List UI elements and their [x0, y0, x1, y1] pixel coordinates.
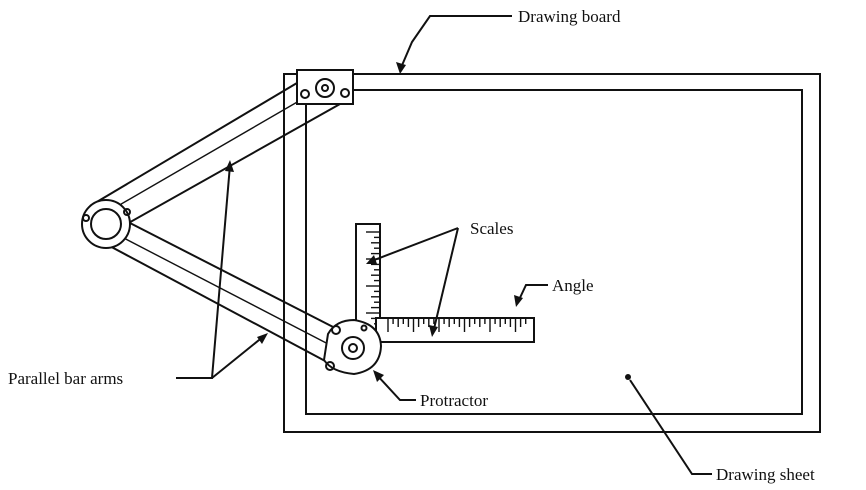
leader-scales — [366, 227, 459, 337]
label-drawing-board: Drawing board — [518, 7, 621, 26]
elbow-joint — [81, 199, 131, 249]
label-scales: Scales — [470, 219, 513, 238]
lower-parallel-arm — [103, 221, 340, 363]
leader-parallel-bar-arms — [176, 160, 268, 379]
leader-protractor — [373, 370, 416, 401]
upper-parallel-arm — [89, 79, 341, 226]
leader-angle — [514, 284, 548, 307]
drawing-sheet — [305, 89, 803, 415]
board-clamp — [296, 69, 354, 105]
horizontal-scale — [375, 317, 535, 343]
label-parallel-bar-arms: Parallel bar arms — [8, 369, 123, 388]
label-angle: Angle — [552, 276, 594, 295]
protractor-head — [322, 318, 383, 376]
label-protractor: Protractor — [420, 391, 488, 410]
leader-drawing-sheet — [625, 374, 712, 475]
drawing-board — [283, 73, 821, 433]
leader-drawing-board — [396, 15, 512, 74]
label-drawing-sheet: Drawing sheet — [716, 465, 815, 484]
